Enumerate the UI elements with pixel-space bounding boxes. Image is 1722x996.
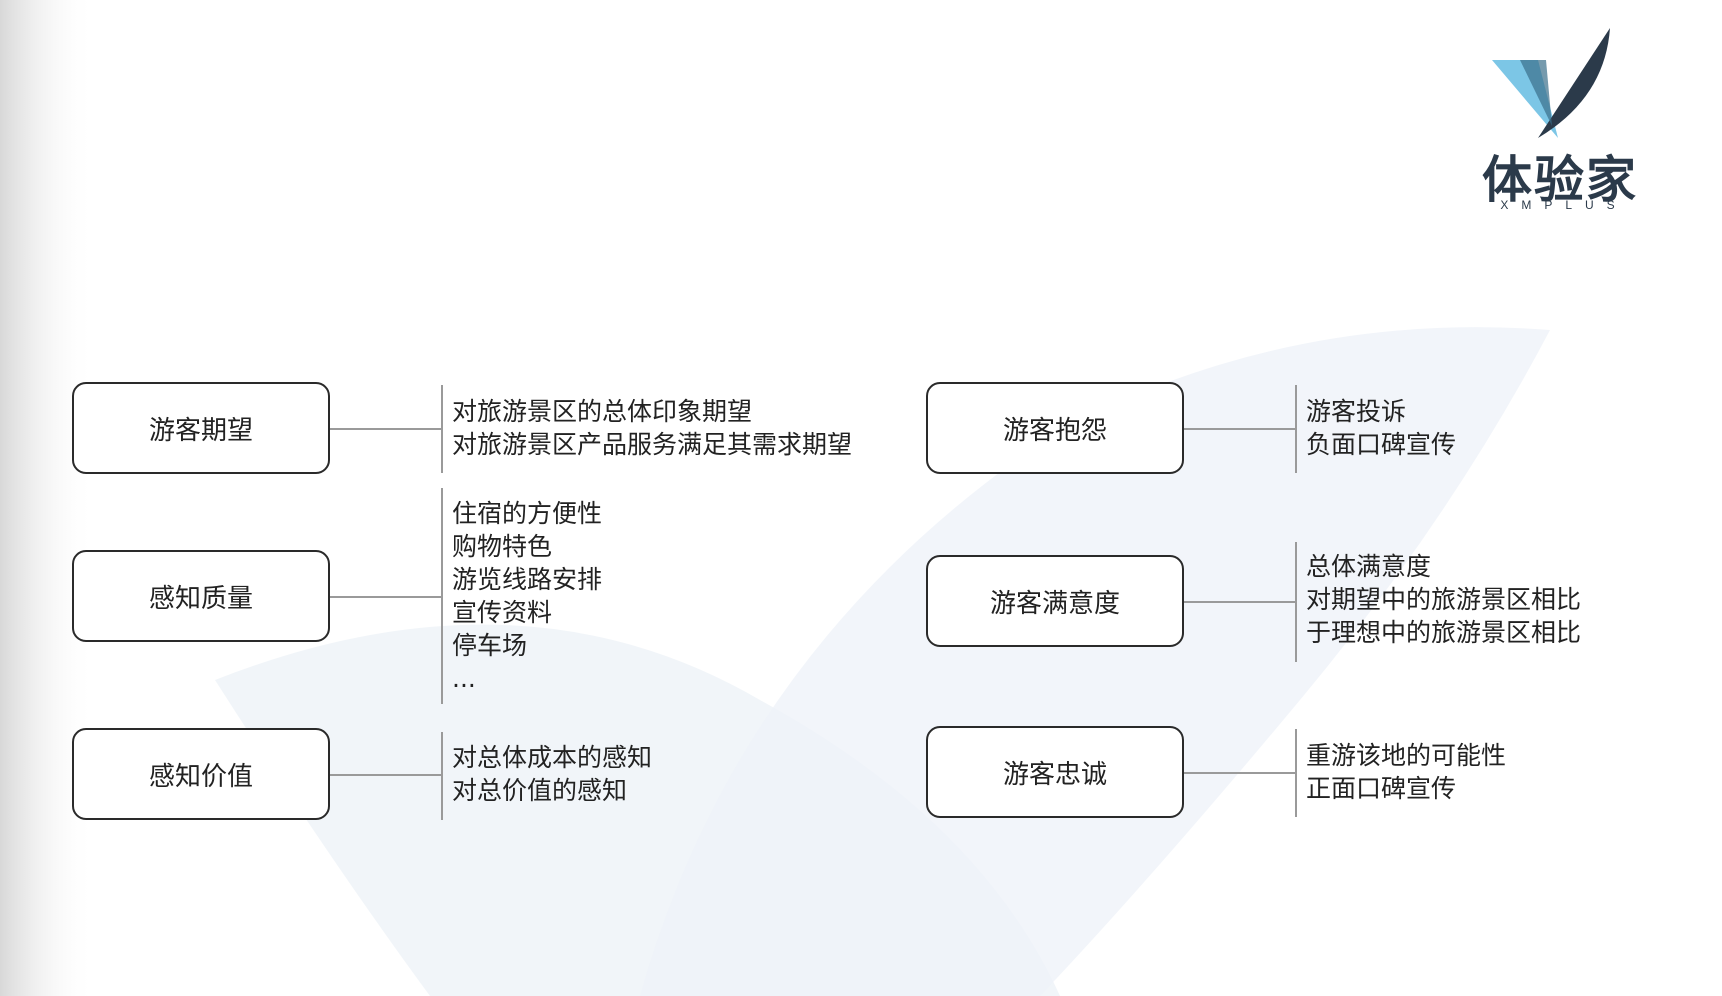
list-item: 对期望中的旅游景区相比 <box>1306 585 1582 614</box>
connector <box>330 596 441 598</box>
item-list-complaint: 游客投诉 负面口碑宣传 <box>1306 395 1456 461</box>
list-item: 对旅游景区的总体印象期望 <box>452 397 753 426</box>
list-item: 住宿的方便性 <box>452 499 603 528</box>
node-tourist-expectation: 游客期望 <box>72 382 330 474</box>
connector <box>1184 428 1295 430</box>
connector <box>1184 601 1295 603</box>
item-list-satisfaction: 总体满意度 对期望中的旅游景区相比 于理想中的旅游景区相比 <box>1306 550 1581 649</box>
bracket-line <box>1295 542 1297 662</box>
item-list-quality: 住宿的方便性 购物特色 游览线路安排 宣传资料 停车场 ... <box>452 497 602 695</box>
list-item: 正面口碑宣传 <box>1306 774 1457 803</box>
list-item: 对总价值的感知 <box>452 776 628 805</box>
list-item: 对总体成本的感知 <box>452 743 653 772</box>
list-item: 游览线路安排 <box>452 565 603 594</box>
connector <box>330 428 441 430</box>
node-tourist-loyalty: 游客忠诚 <box>926 726 1184 818</box>
item-list-value: 对总体成本的感知 对总价值的感知 <box>452 741 652 807</box>
logo-chinese-text: 体验家 <box>1482 151 1638 209</box>
brand-logo: 体验家 XMPLUS <box>1480 28 1640 212</box>
bracket-line <box>441 385 443 473</box>
connector <box>330 774 441 776</box>
connector <box>1184 772 1295 774</box>
node-tourist-complaint: 游客抱怨 <box>926 382 1184 474</box>
node-perceived-quality: 感知质量 <box>72 550 330 642</box>
list-item: ... <box>452 664 476 693</box>
logo-english-text: XMPLUS <box>1500 198 1628 212</box>
item-list-expectation: 对旅游景区的总体印象期望 对旅游景区产品服务满足其需求期望 <box>452 395 852 461</box>
bracket-line <box>441 732 443 820</box>
v-mark-icon <box>1492 28 1610 138</box>
list-item: 停车场 <box>452 631 528 660</box>
item-list-loyalty: 重游该地的可能性 正面口碑宣传 <box>1306 739 1506 805</box>
list-item: 于理想中的旅游景区相比 <box>1306 618 1582 647</box>
list-item: 负面口碑宣传 <box>1306 430 1457 459</box>
bracket-line <box>1295 385 1297 473</box>
node-tourist-satisfaction: 游客满意度 <box>926 555 1184 647</box>
list-item: 宣传资料 <box>452 598 553 627</box>
node-perceived-value: 感知价值 <box>72 728 330 820</box>
list-item: 重游该地的可能性 <box>1306 741 1507 770</box>
bracket-line <box>441 488 443 704</box>
list-item: 对旅游景区产品服务满足其需求期望 <box>452 430 853 459</box>
list-item: 游客投诉 <box>1306 397 1407 426</box>
list-item: 总体满意度 <box>1306 552 1432 581</box>
bracket-line <box>1295 729 1297 817</box>
list-item: 购物特色 <box>452 532 553 561</box>
